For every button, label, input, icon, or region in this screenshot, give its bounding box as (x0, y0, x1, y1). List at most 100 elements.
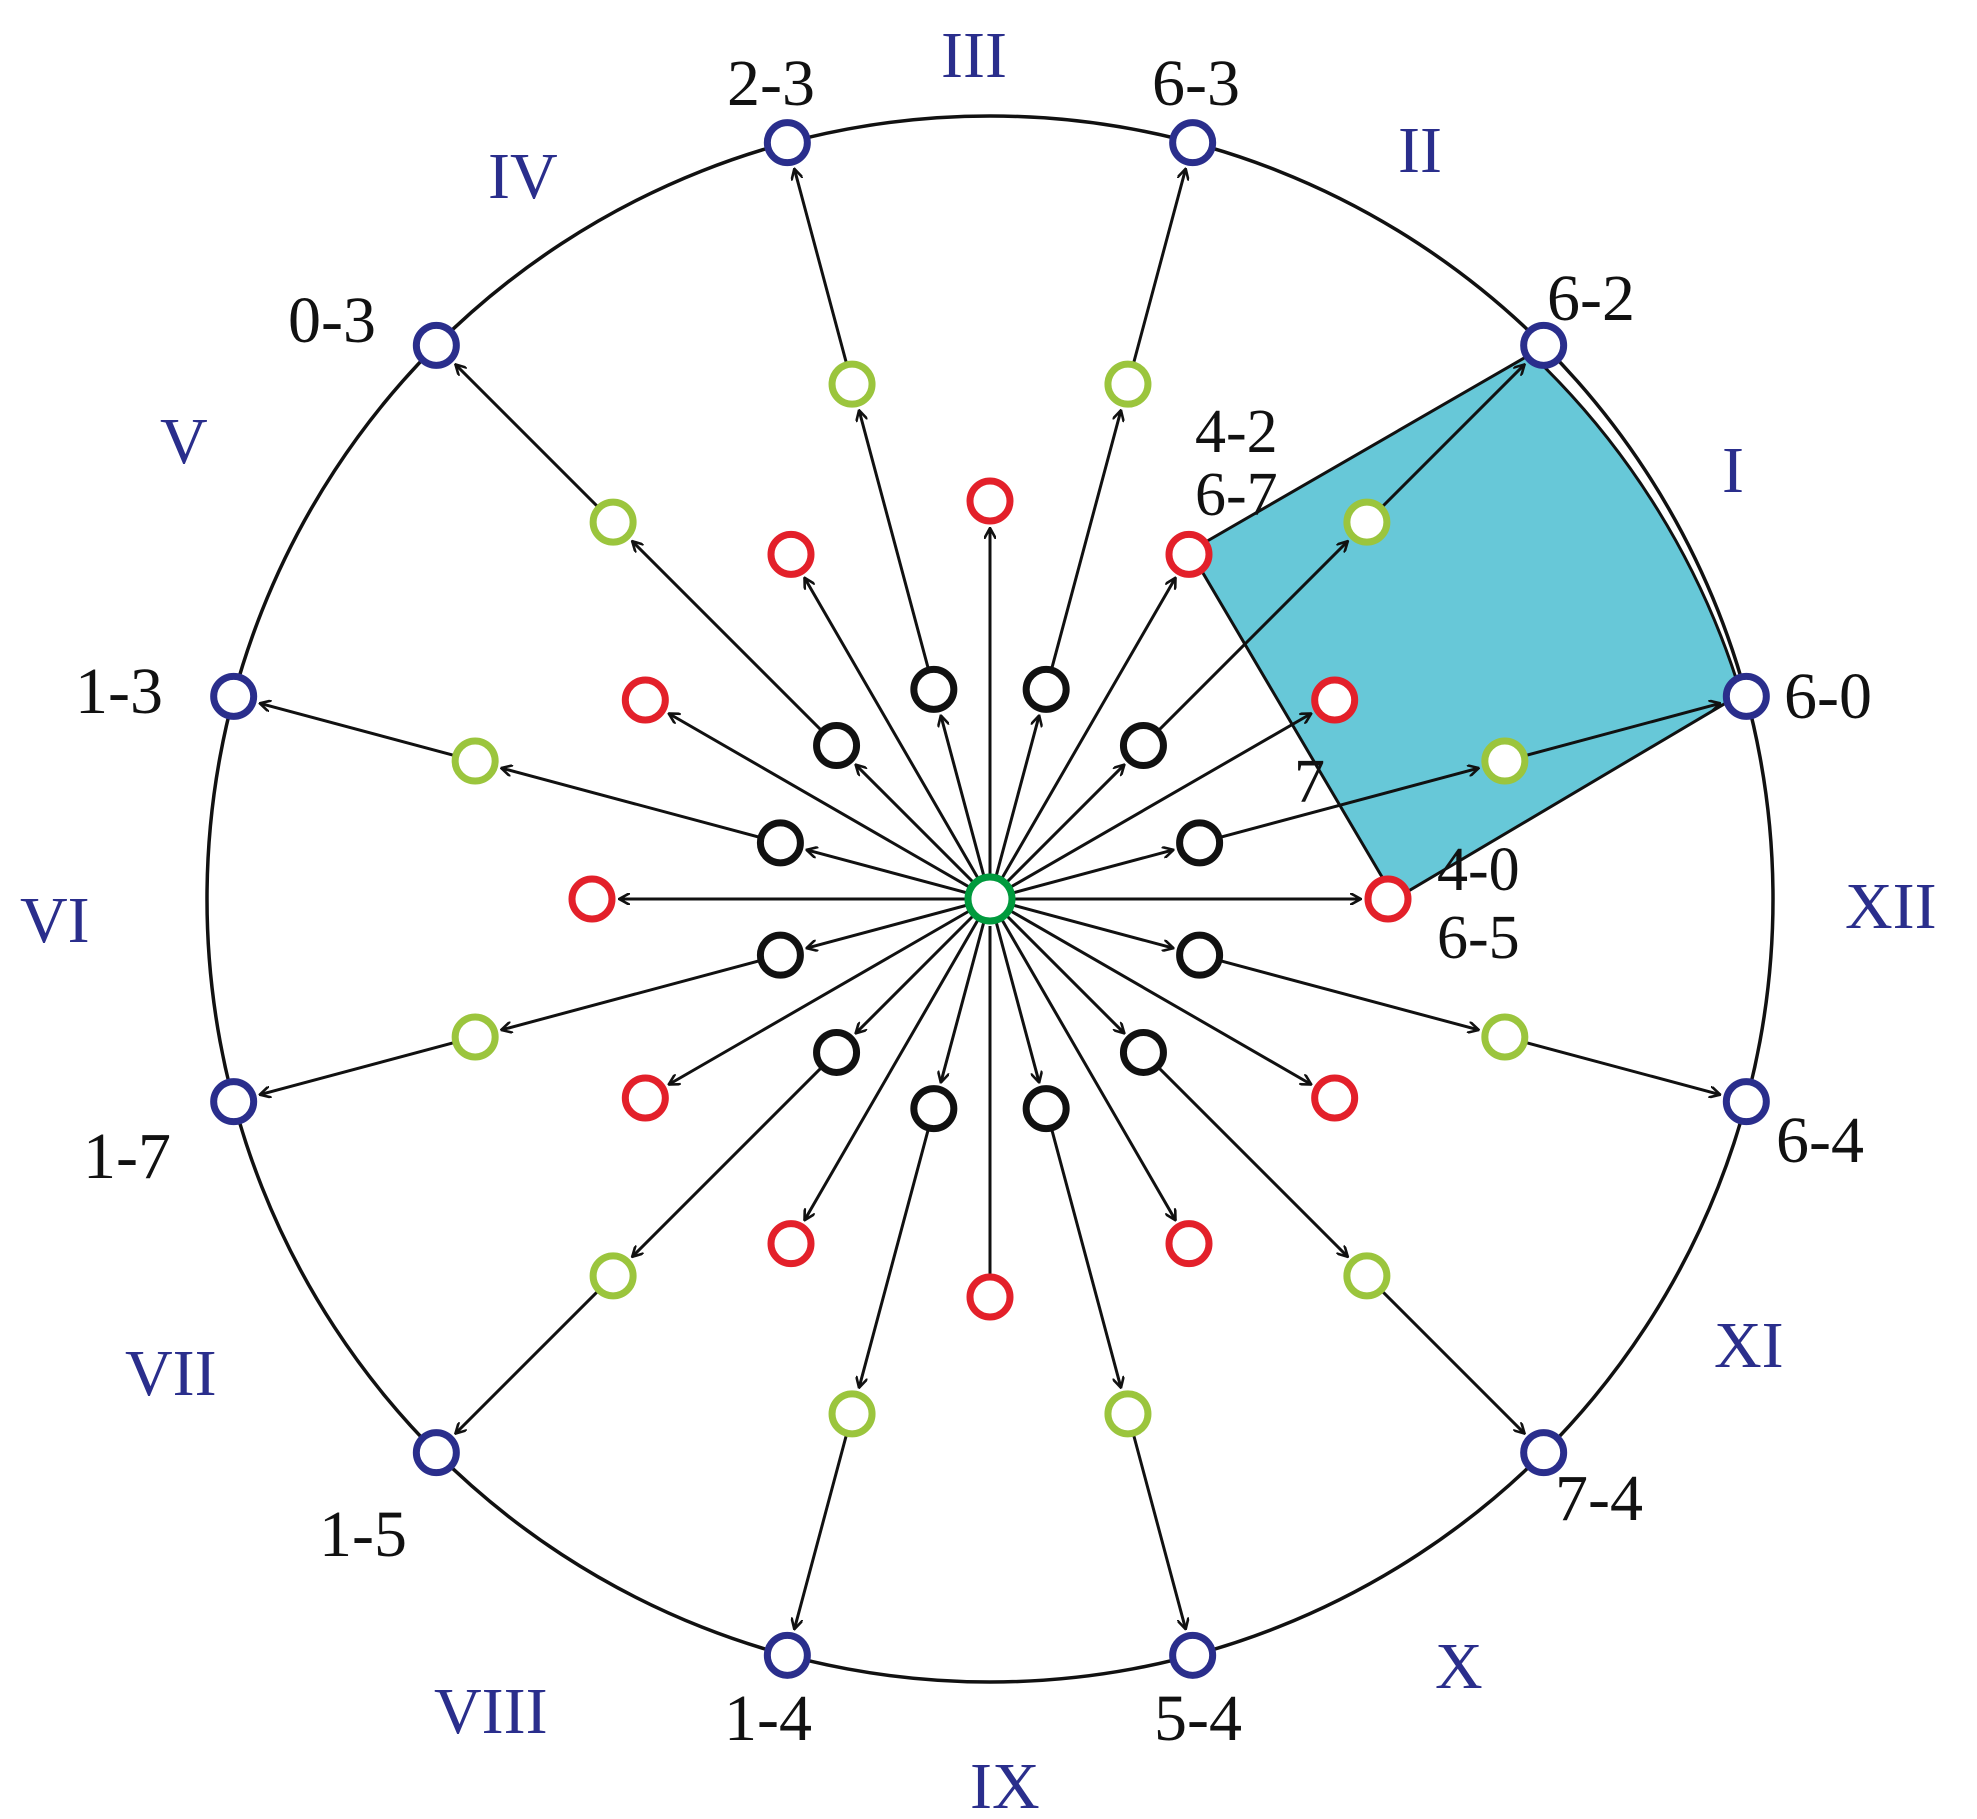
red-node (1165, 1220, 1213, 1268)
region-label: 4-2 (1195, 398, 1278, 466)
red-node (1311, 676, 1359, 724)
edge-inner-to-second (1142, 1051, 1347, 1256)
second-node (828, 1390, 876, 1438)
inner-node (1022, 1085, 1070, 1133)
sector-label: I (1722, 434, 1744, 507)
sector-label: XII (1845, 870, 1937, 943)
second-node (1343, 1252, 1391, 1300)
edge-center-to-red (805, 898, 992, 1220)
edge-inner-to-second (632, 1051, 838, 1256)
edge-center-to-inner (988, 765, 1124, 901)
edge-second-to-outer (455, 1274, 615, 1434)
edge-center-to-inner (941, 898, 992, 1083)
inner-node (1119, 722, 1167, 770)
inner-node (756, 819, 804, 867)
edge-second-to-outer (260, 1035, 476, 1095)
edge-inner-to-second (859, 1108, 936, 1388)
outer-node-label: 1-5 (319, 1498, 407, 1571)
edge-inner-to-second (859, 410, 936, 690)
sector-label: VIII (434, 1675, 548, 1748)
outer-node-label: 6-4 (1776, 1104, 1864, 1177)
edge-center-to-red (669, 897, 991, 1085)
inner-node (1119, 1028, 1167, 1076)
second-node (451, 737, 499, 785)
edge-center-to-inner (988, 898, 1039, 1083)
node-layer (210, 119, 1770, 1679)
region-label: 6-5 (1437, 904, 1520, 972)
inner-node (910, 1085, 958, 1133)
outer-node (1520, 321, 1568, 369)
edge-center-to-red (805, 578, 992, 900)
second-node (1481, 737, 1529, 785)
second-node (589, 498, 637, 546)
edge-second-to-outer (260, 703, 476, 763)
edge-center-to-inner (988, 715, 1039, 900)
second-node (1104, 360, 1152, 408)
red-node (1311, 1074, 1359, 1122)
red-node (966, 1273, 1014, 1321)
sector-label: III (941, 19, 1007, 92)
second-node (589, 1252, 637, 1300)
edge-center-to-inner (989, 897, 1174, 948)
outer-node (1169, 119, 1217, 167)
second-node (1104, 1390, 1152, 1438)
edge-center-to-red (988, 578, 1176, 900)
edge-center-to-inner (806, 850, 991, 901)
outer-node (763, 1631, 811, 1679)
edge-center-to-red (669, 714, 991, 901)
edge-second-to-outer (794, 169, 854, 385)
edge-second-to-outer (1126, 169, 1186, 385)
region-label: 4-0 (1437, 836, 1520, 904)
sector-label: XI (1714, 1309, 1784, 1382)
outer-node-label: 6-2 (1547, 262, 1635, 335)
edge-inner-to-second (1044, 1108, 1121, 1388)
outer-ring (205, 114, 1775, 1684)
sector-label: X (1435, 1630, 1483, 1703)
outer-node-label: 1-4 (724, 1682, 812, 1755)
edge-center-to-inner (988, 897, 1124, 1033)
edge-inner-to-second (1142, 541, 1347, 747)
outer-node (1722, 1078, 1770, 1126)
sector-label: IV (488, 140, 558, 213)
second-node (1343, 498, 1391, 546)
red-node (767, 530, 815, 578)
red-node (966, 477, 1014, 525)
edge-center-to-inner (856, 897, 992, 1033)
edge-inner-to-second (1199, 768, 1479, 845)
outer-node (1520, 1429, 1568, 1477)
red-node (767, 1220, 815, 1268)
edge-second-to-outer (1504, 1035, 1720, 1095)
inner-node (756, 931, 804, 979)
edge-center-to-inner (941, 715, 992, 900)
edge-layer (260, 169, 1720, 1629)
outer-node (763, 119, 811, 167)
edge-inner-to-second (632, 541, 838, 747)
edge-inner-to-second (501, 953, 781, 1030)
edge-center-to-red (989, 714, 1311, 901)
outer-node-label: 7-4 (1555, 1462, 1643, 1535)
sector-label: VII (125, 1337, 217, 1410)
edge-second-to-outer (1365, 1274, 1525, 1434)
second-node (1481, 1013, 1529, 1061)
red-node (621, 1074, 669, 1122)
edge-second-to-outer (1504, 703, 1720, 763)
inner-node (1176, 819, 1224, 867)
outer-node (412, 1429, 460, 1477)
inner-node (813, 1028, 861, 1076)
second-node (828, 360, 876, 408)
outer-node (1722, 672, 1770, 720)
red-node (1364, 875, 1412, 923)
edge-center-to-inner (806, 897, 991, 948)
outer-node-label: 6-0 (1784, 660, 1872, 733)
inner-node (910, 665, 958, 713)
edge-inner-to-second (1044, 410, 1121, 690)
edge-center-to-red (988, 898, 1176, 1220)
outer-node-label: 6-3 (1152, 47, 1240, 120)
outer-node-label: 5-4 (1154, 1682, 1242, 1755)
outer-node (210, 1078, 258, 1126)
outer-node-label: 1-7 (83, 1120, 171, 1193)
second-node (451, 1013, 499, 1061)
red-node (1165, 530, 1213, 578)
edge-inner-to-second (1199, 953, 1479, 1030)
